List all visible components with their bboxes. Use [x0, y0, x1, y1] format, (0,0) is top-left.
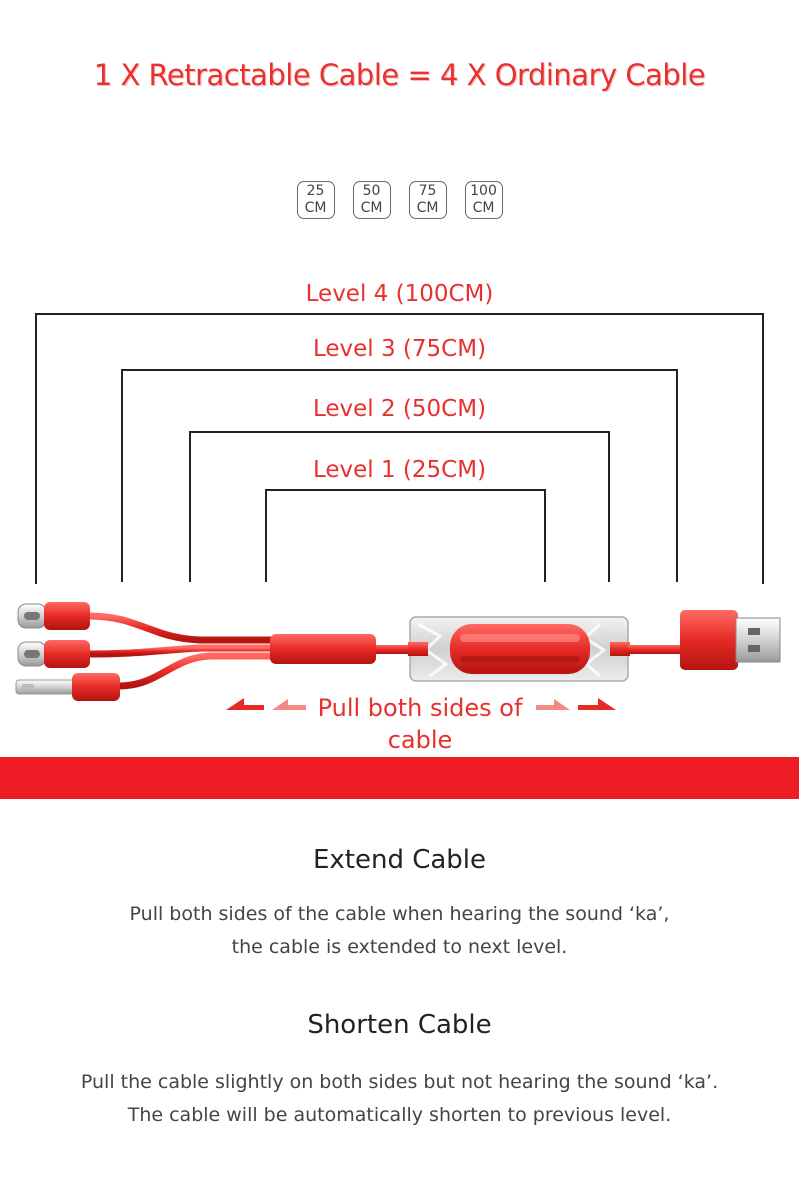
usb-a-connector-icon: [680, 610, 781, 670]
level-4-bracket: [35, 313, 764, 584]
chip-value: 25: [306, 183, 325, 199]
level-2-label: Level 2 (50CM): [312, 396, 487, 422]
extend-body-line2: the cable is extended to next level.: [231, 936, 568, 958]
split-wires: [87, 612, 275, 690]
chip-unit: CM: [304, 200, 327, 216]
level-2-bracket: [189, 431, 610, 582]
pull-instruction: Pull both sides of cable: [300, 692, 540, 756]
pull-instruction-line1: Pull both sides of: [317, 694, 523, 722]
shorten-body-line2: The cable will be automatically shorten …: [127, 1104, 672, 1126]
chip-value: 75: [418, 183, 437, 199]
length-chip-50: 50 CM: [352, 181, 391, 219]
retractable-reel: [408, 616, 630, 682]
red-divider-band: [0, 757, 799, 799]
usb-c-connector-icon: [17, 602, 90, 630]
level-4-label: Level 4 (100CM): [305, 281, 494, 307]
chip-value: 50: [362, 183, 381, 199]
level-3-bracket: [121, 369, 678, 582]
level-1-label: Level 1 (25CM): [312, 457, 487, 483]
extend-title: Extend Cable: [312, 845, 487, 875]
chip-unit: CM: [472, 200, 495, 216]
pull-instruction-line2: cable: [387, 726, 453, 754]
extend-body-line1: Pull both sides of the cable when hearin…: [129, 903, 670, 925]
cable-illustration: [15, 602, 781, 710]
shorten-body-line1: Pull the cable slightly on both sides bu…: [80, 1071, 719, 1093]
extend-body: Pull both sides of the cable when hearin…: [0, 898, 799, 964]
headline: 1 X Retractable Cable = 4 X Ordinary Cab…: [93, 58, 706, 92]
level-3-label: Level 3 (75CM): [312, 336, 487, 362]
arrow-right-icon: [536, 698, 616, 710]
shorten-title: Shorten Cable: [307, 1010, 492, 1040]
shorten-body: Pull the cable slightly on both sides bu…: [0, 1066, 799, 1132]
lightning-connector-icon: [15, 673, 120, 701]
usb-c-connector-icon: [17, 640, 90, 668]
arrow-left-icon: [226, 698, 306, 710]
length-chip-100: 100 CM: [464, 181, 503, 219]
chip-value: 100: [470, 183, 497, 199]
length-chips: 25 CM 50 CM 75 CM 100 CM: [0, 181, 799, 219]
level-1-bracket: [265, 489, 546, 582]
chip-unit: CM: [416, 200, 439, 216]
length-chip-25: 25 CM: [296, 181, 335, 219]
chip-unit: CM: [360, 200, 383, 216]
length-chip-75: 75 CM: [408, 181, 447, 219]
junction-sleeve: [270, 634, 376, 664]
